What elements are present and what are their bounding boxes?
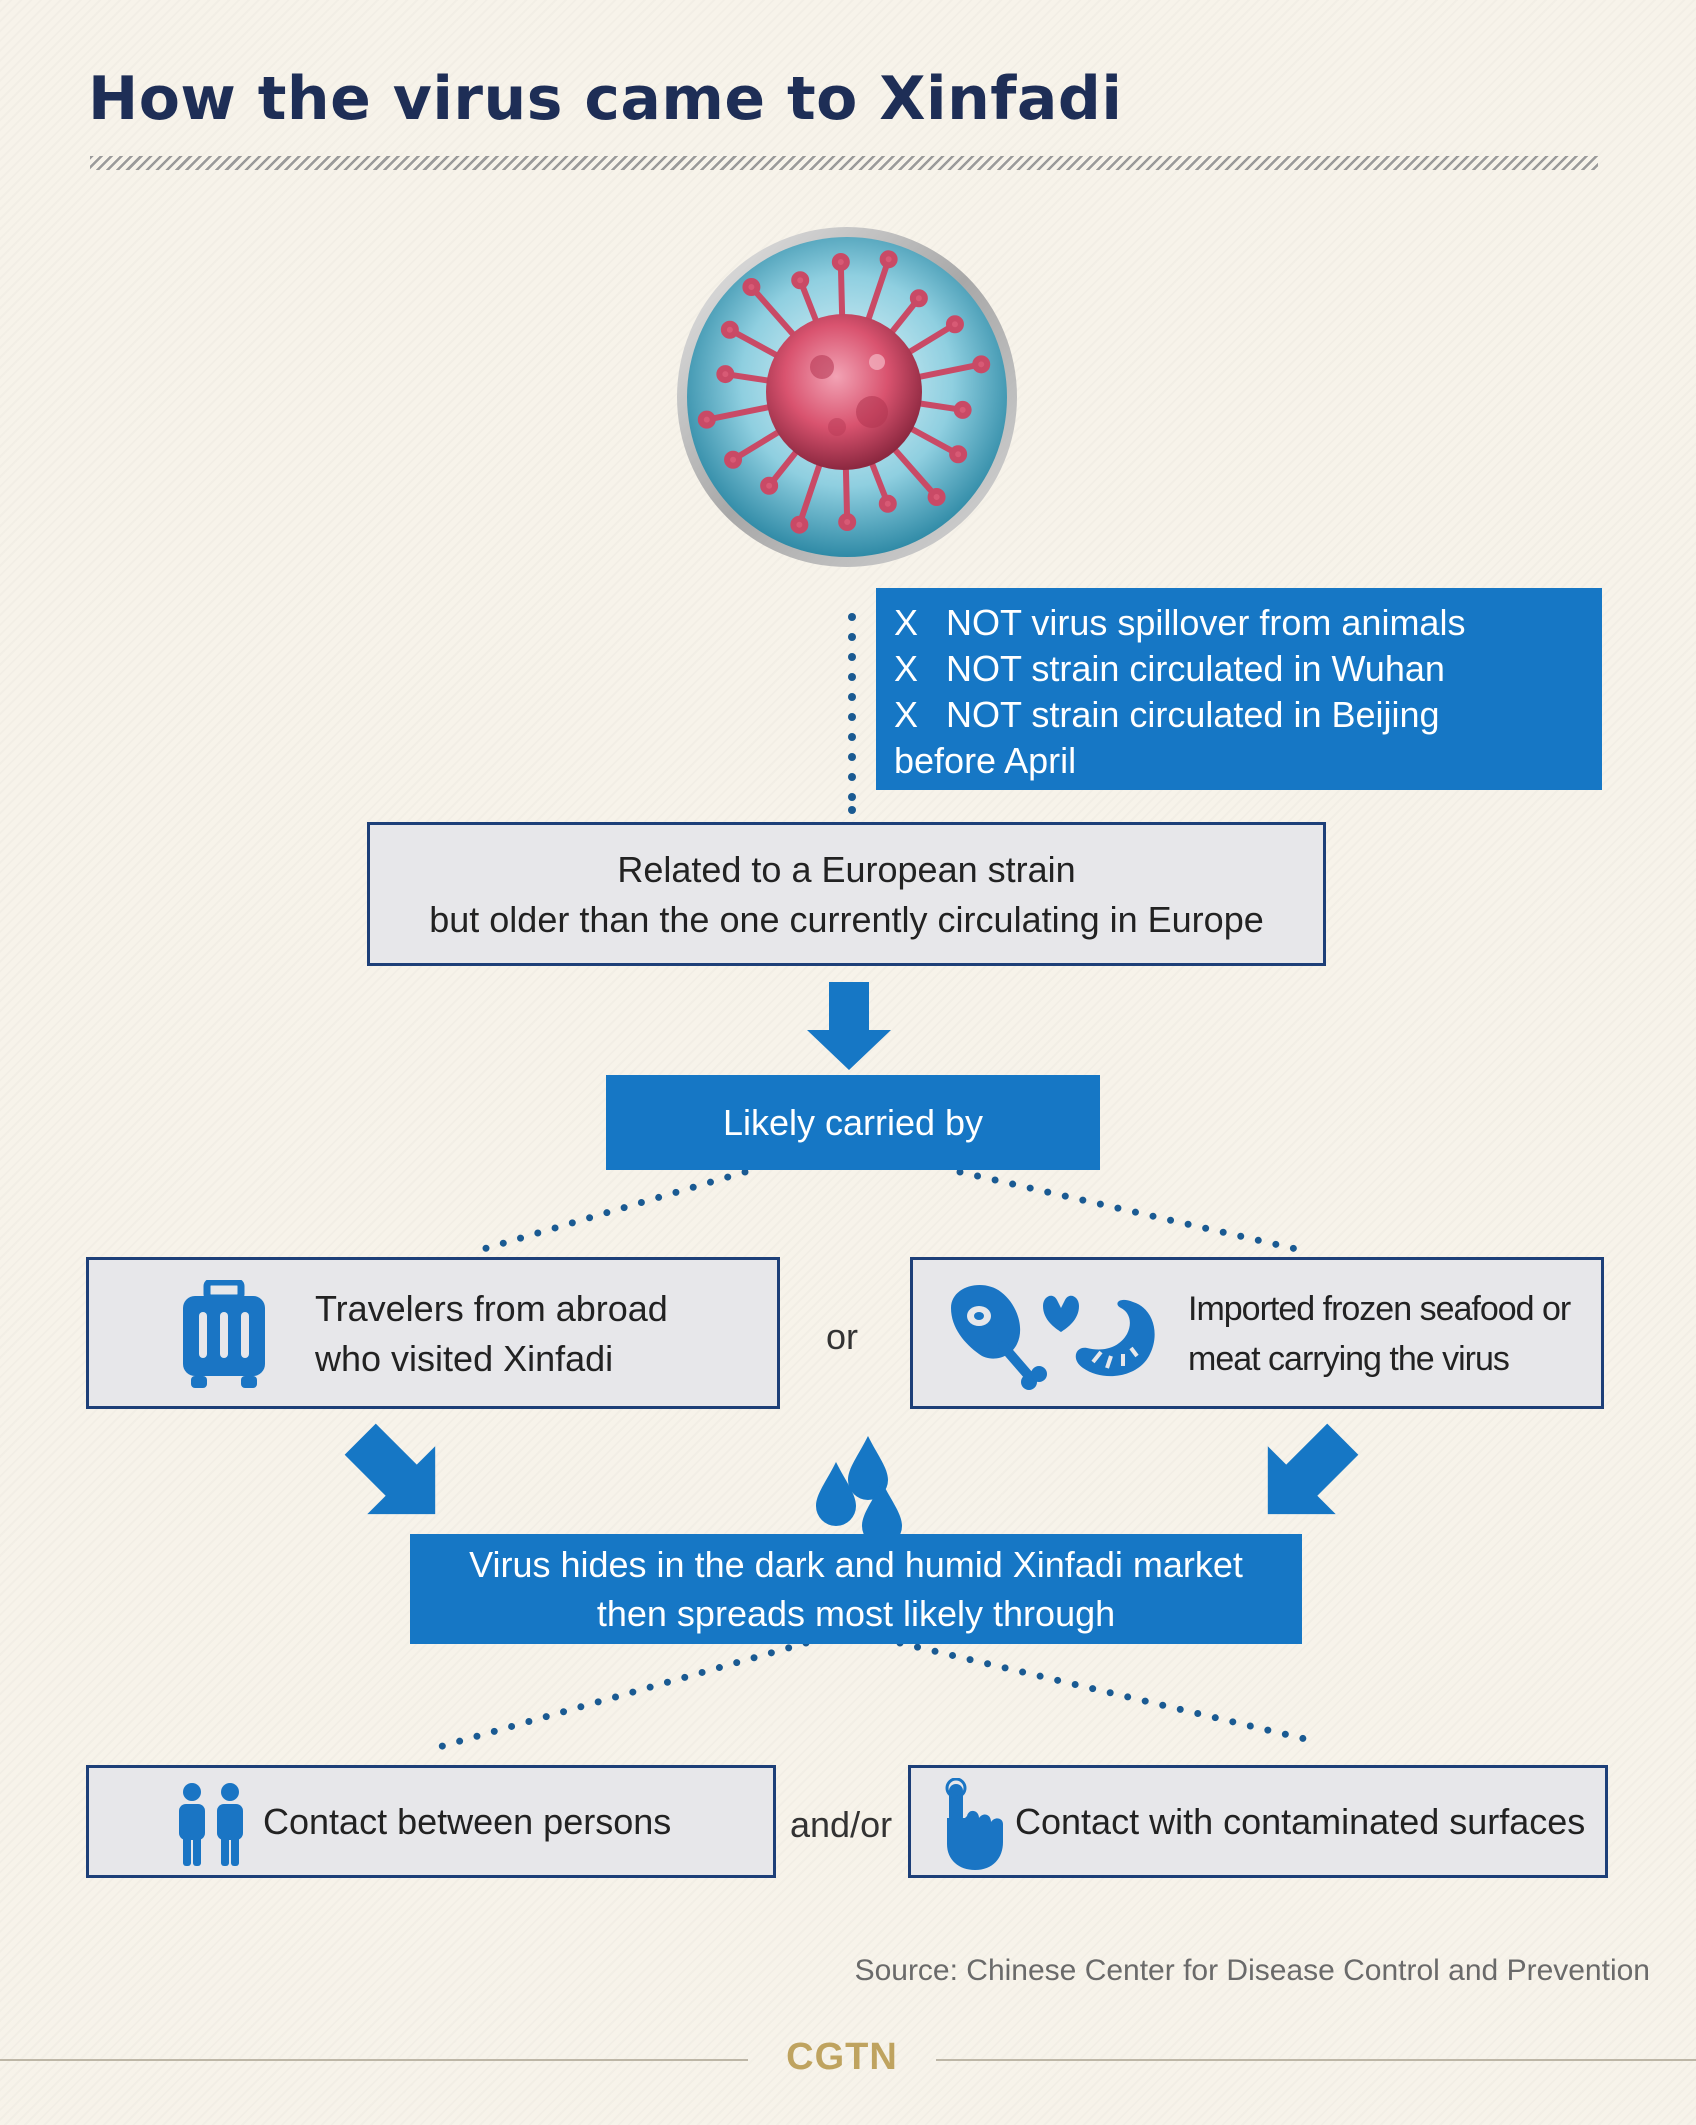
virus-spike-tip — [909, 289, 928, 308]
cross-mark: X — [894, 602, 919, 643]
virus-spike — [796, 457, 825, 528]
persons-icon — [179, 1783, 243, 1866]
note-line: X NOT strain circulated in Wuhan — [894, 646, 1584, 692]
cross-mark: X — [894, 694, 919, 735]
virus-spike-tip — [945, 315, 964, 334]
virus-spike-tip — [760, 476, 779, 495]
source-citation: Source: Chinese Center for Disease Contr… — [854, 1954, 1650, 1987]
virus-spike — [888, 443, 940, 501]
note-line: X NOT virus spillover from animals — [894, 600, 1584, 646]
title-divider — [90, 156, 1598, 170]
arrow-diagonal-right-icon — [344, 1423, 436, 1515]
cgtn-logo: CGTN — [786, 2036, 898, 2078]
virus-spike — [748, 283, 800, 341]
note-text: before April — [894, 740, 1077, 781]
finger-touch-icon — [945, 1778, 1003, 1870]
virus-spike-tip — [879, 250, 898, 269]
ruled-out-origins-box: X NOT virus spillover from animals X NOT s… — [876, 588, 1602, 790]
virus-spike-tip — [972, 355, 991, 374]
or-connector: or — [826, 1316, 859, 1357]
cross-mark: X — [894, 648, 919, 689]
contact-surfaces-label: Contact with contaminated surfaces — [1015, 1801, 1586, 1842]
arrow-down-icon — [807, 982, 891, 1070]
virus-spike-tip — [953, 400, 972, 419]
seafood-line-2: meat carrying the virus — [1188, 1340, 1510, 1378]
note-line: before April — [894, 738, 1584, 784]
market-line-2: then spreads most likely through — [596, 1593, 1116, 1634]
travelers-box: Travelers from abroad who visited Xinfad… — [86, 1257, 780, 1409]
note-text: NOT virus spillover from animals — [946, 602, 1466, 643]
page-title: How the virus came to Xinfadi — [88, 64, 1123, 134]
virus-spike — [902, 321, 958, 358]
virus-spike-tip — [724, 450, 743, 469]
luggage-icon — [183, 1280, 265, 1388]
virus-spike-tip — [838, 512, 857, 531]
virus-spike — [904, 423, 962, 458]
likely-carried-by-box: Likely carried by — [606, 1075, 1100, 1170]
virus-spike-tip — [878, 494, 897, 513]
arrow-diagonal-left-icon — [1267, 1423, 1359, 1515]
virus-spike — [837, 259, 846, 324]
virus-spike-tip — [791, 271, 810, 290]
market-line-1: Virus hides in the dark and humid Xinfad… — [469, 1544, 1243, 1585]
virus-spike — [842, 460, 851, 525]
virus-spike — [703, 403, 777, 423]
virus-illustration — [677, 227, 1017, 567]
virus-spike-tip — [831, 253, 850, 272]
virus-spike-tip — [697, 410, 716, 429]
meat-seafood-icon — [951, 1285, 1155, 1390]
virus-spike — [863, 256, 892, 327]
virus-spike-tip — [790, 515, 809, 534]
contact-persons-label: Contact between persons — [263, 1801, 672, 1842]
note-text: NOT strain circulated in Beijing — [946, 694, 1440, 735]
virus-spike-tip — [742, 277, 761, 296]
footer-divider-right — [936, 2059, 1696, 2061]
footer-divider-left — [0, 2059, 748, 2061]
virus-spike-tip — [720, 320, 739, 339]
contact-surfaces-box: Contact with contaminated surfaces — [908, 1765, 1608, 1878]
virus-spike-tip — [927, 488, 946, 507]
travelers-line-2: who visited Xinfadi — [315, 1338, 614, 1379]
travelers-label: Travelers from abroad who visited Xinfad… — [315, 1284, 668, 1384]
frozen-seafood-box: Imported frozen seafood or meat carrying… — [910, 1257, 1604, 1409]
virus-spike-tip — [716, 365, 735, 384]
virus-spike — [730, 426, 786, 463]
water-drops-icon — [816, 1436, 902, 1546]
strain-line-2: but older than the one currently circula… — [429, 899, 1264, 940]
european-strain-box: Related to a European strain but older t… — [367, 822, 1326, 966]
and-or-connector: and/or — [790, 1804, 893, 1845]
note-line: X NOT strain circulated in Beijing — [894, 692, 1584, 738]
travelers-line-1: Travelers from abroad — [315, 1288, 668, 1329]
contact-persons-box: Contact between persons — [86, 1765, 776, 1878]
xinfadi-market-box: Virus hides in the dark and humid Xinfad… — [410, 1534, 1302, 1644]
seafood-label: Imported frozen seafood or meat carrying… — [1188, 1284, 1571, 1384]
virus-spike-tip — [949, 445, 968, 464]
virus-spike — [911, 361, 985, 381]
seafood-line-1: Imported frozen seafood or — [1188, 1290, 1571, 1328]
note-text: NOT strain circulated in Wuhan — [946, 648, 1445, 689]
virus-spike — [726, 326, 784, 361]
strain-line-1: Related to a European strain — [617, 849, 1076, 890]
